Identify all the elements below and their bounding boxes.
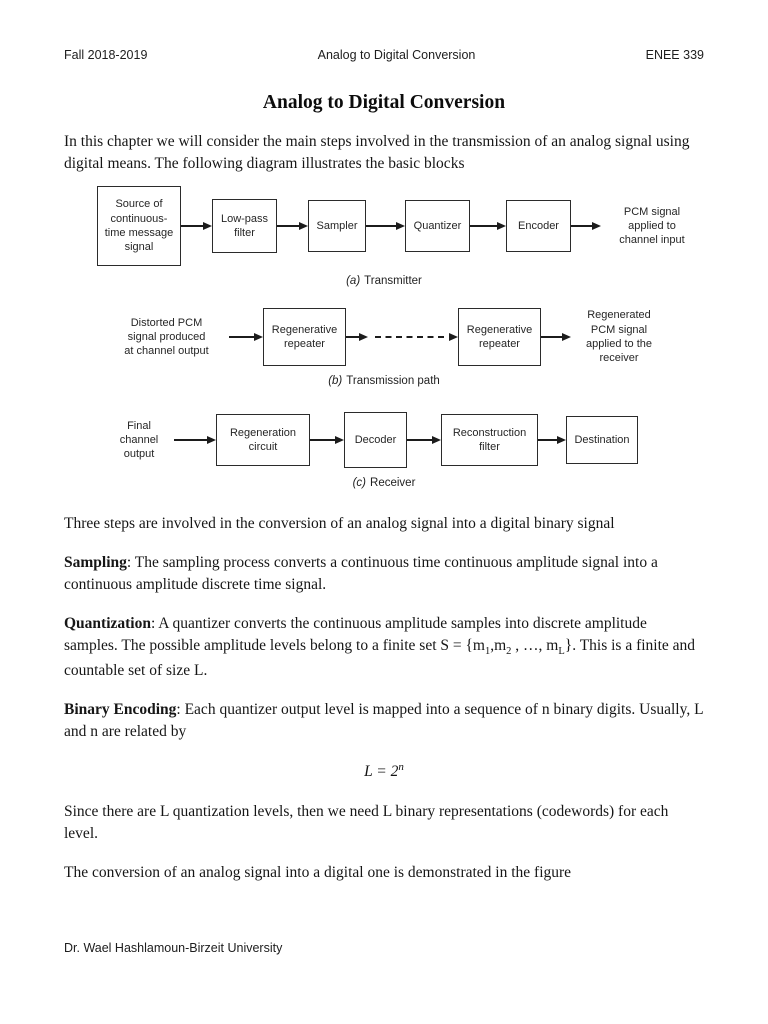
caption-transmission-path: (b)Transmission path bbox=[64, 375, 704, 387]
output-label-pcm: PCM signal applied to channel input bbox=[619, 205, 685, 247]
caption-receiver: (c)Receiver bbox=[64, 477, 704, 489]
header-doc-title: Analog to Digital Conversion bbox=[317, 48, 476, 62]
quantization-body-1: : A quantizer converts the continuous am… bbox=[64, 615, 647, 654]
formula-l-equals-2n: L = 2n bbox=[64, 761, 704, 781]
block-reconstruction-filter: Reconstruction filter bbox=[441, 414, 538, 466]
flow-arrow-icon bbox=[470, 222, 506, 230]
formula-base: L = 2 bbox=[364, 763, 399, 781]
sampling-term: Sampling bbox=[64, 554, 127, 571]
block-low-pass-filter-label: Low-pass filter bbox=[220, 212, 269, 239]
block-regeneration-circuit: Regeneration circuit bbox=[216, 414, 310, 466]
paragraph-sampling: Sampling: The sampling process converts … bbox=[64, 552, 704, 596]
flow-arrow-icon bbox=[174, 436, 216, 444]
paragraph-codewords: Since there are L quantization levels, t… bbox=[64, 803, 669, 843]
figure-transmitter: Source of continuous- time message signa… bbox=[64, 186, 704, 287]
page-header: Fall 2018-2019 Analog to Digital Convers… bbox=[64, 48, 704, 62]
subscript-L: L bbox=[558, 646, 565, 658]
block-decoder: Decoder bbox=[344, 412, 407, 468]
paragraph-three-steps: Three steps are involved in the conversi… bbox=[64, 515, 615, 532]
output-label-regenerated-pcm: Regenerated PCM signal applied to the re… bbox=[585, 309, 653, 365]
block-reconstruction-filter-label: Reconstruction filter bbox=[452, 426, 527, 453]
paragraph-conversion: The conversion of an analog signal into … bbox=[64, 864, 572, 882]
input-label-final-channel: Final channel output bbox=[119, 419, 159, 461]
figure-receiver: Final channel output Regeneration circui… bbox=[64, 412, 704, 489]
caption-text: Transmitter bbox=[364, 275, 422, 287]
paragraph-binary-encoding: Binary Encoding: Each quantizer output l… bbox=[64, 699, 704, 743]
header-course-code: ENEE 339 bbox=[645, 48, 704, 62]
block-destination-label: Destination bbox=[574, 433, 630, 446]
figure-transmission-path: Distorted PCM signal produced at channel… bbox=[64, 308, 704, 387]
transmission-path-row: Distorted PCM signal produced at channel… bbox=[104, 308, 704, 366]
flow-arrow-icon bbox=[277, 222, 308, 230]
block-quantizer-label: Quantizer bbox=[413, 219, 462, 232]
transmitter-row: Source of continuous- time message signa… bbox=[97, 186, 704, 266]
quantization-body-4: }. This is a finite and countable set of… bbox=[64, 637, 696, 679]
caption-transmitter: (a)Transmitter bbox=[64, 275, 704, 287]
subscript-2: 2 bbox=[506, 646, 512, 658]
quantization-term: Quantization bbox=[64, 615, 151, 632]
block-sampler-label: Sampler bbox=[316, 219, 358, 232]
flow-arrow-icon bbox=[181, 222, 212, 230]
binary-encoding-term: Binary Encoding bbox=[64, 701, 177, 718]
block-regenerative-repeater-1-label: Regenerative repeater bbox=[271, 323, 338, 350]
block-regeneration-circuit-label: Regeneration circuit bbox=[229, 426, 297, 453]
page-title: Analog to Digital Conversion bbox=[262, 92, 506, 113]
caption-letter: (a) bbox=[346, 275, 361, 287]
block-quantizer: Quantizer bbox=[405, 200, 470, 252]
sampling-body: : The sampling process converts a contin… bbox=[64, 554, 658, 593]
block-encoder: Encoder bbox=[506, 200, 571, 252]
flow-arrow-icon bbox=[571, 222, 601, 230]
caption-text: Receiver bbox=[370, 477, 416, 489]
binary-encoding-body: : Each quantizer output level is mapped … bbox=[64, 701, 703, 740]
paragraph-quantization: Quantization: A quantizer converts the c… bbox=[64, 613, 704, 682]
block-source-label: Source of continuous- time message signa… bbox=[104, 198, 174, 254]
input-label-distorted-pcm: Distorted PCM signal produced at channel… bbox=[124, 316, 209, 358]
caption-text: Transmission path bbox=[346, 375, 440, 387]
block-source: Source of continuous- time message signa… bbox=[97, 186, 181, 266]
block-low-pass-filter: Low-pass filter bbox=[212, 199, 277, 253]
caption-letter: (c) bbox=[352, 477, 367, 489]
caption-letter: (b) bbox=[328, 375, 343, 387]
block-decoder-label: Decoder bbox=[354, 433, 397, 446]
flow-arrow-icon bbox=[310, 436, 344, 444]
flow-arrow-icon bbox=[538, 436, 566, 444]
block-encoder-label: Encoder bbox=[518, 219, 559, 232]
quantization-body-2: ,m bbox=[490, 637, 507, 654]
subscript-1: 1 bbox=[484, 646, 491, 658]
formula-exponent: n bbox=[398, 761, 404, 773]
header-term: Fall 2018-2019 bbox=[64, 48, 148, 62]
dashed-flow-arrow-icon bbox=[346, 333, 458, 341]
block-regenerative-repeater-2: Regenerative repeater bbox=[458, 308, 541, 366]
flow-arrow-icon bbox=[366, 222, 405, 230]
block-destination: Destination bbox=[566, 416, 638, 464]
flow-arrow-icon bbox=[407, 436, 441, 444]
page-footer: Dr. Wael Hashlamoun-Birzeit University bbox=[64, 941, 283, 955]
receiver-row: Final channel output Regeneration circui… bbox=[104, 412, 704, 468]
quantization-body-3: , …, m bbox=[511, 637, 559, 654]
flow-arrow-icon bbox=[541, 333, 571, 341]
block-regenerative-repeater-1: Regenerative repeater bbox=[263, 308, 346, 366]
flow-arrow-icon bbox=[229, 333, 263, 341]
intro-paragraph: In this chapter we will consider the mai… bbox=[64, 133, 690, 172]
block-sampler: Sampler bbox=[308, 200, 366, 252]
block-regenerative-repeater-2-label: Regenerative repeater bbox=[466, 323, 533, 350]
